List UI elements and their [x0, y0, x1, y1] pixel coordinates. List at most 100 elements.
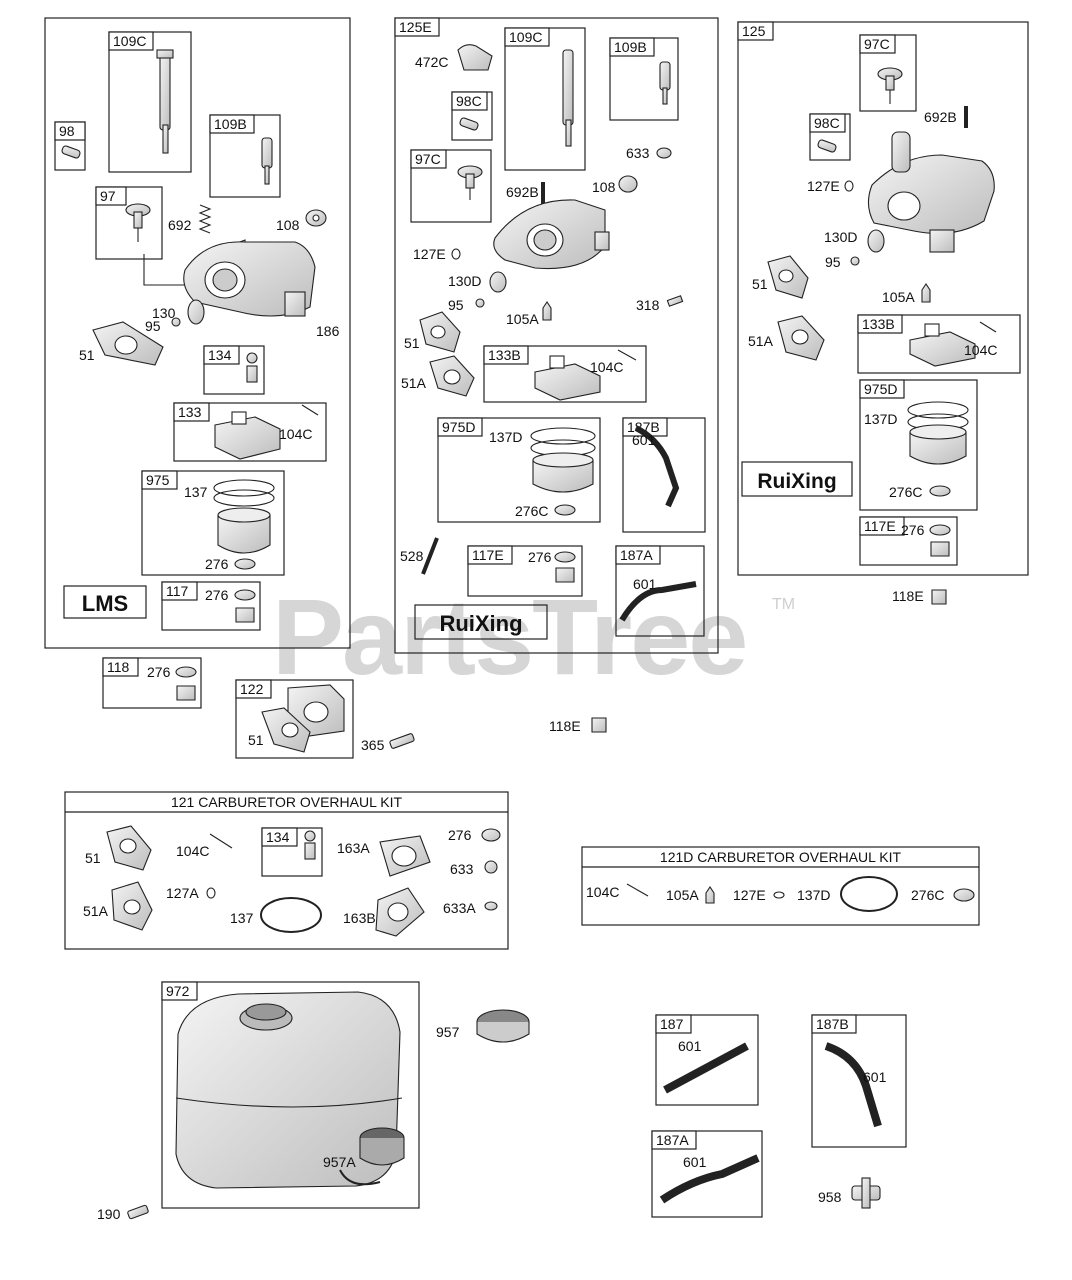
valve-958-icon	[851, 1177, 881, 1209]
seal-276-icon	[234, 589, 256, 601]
gasket-108-icon	[618, 175, 638, 193]
part-callout-label[interactable]: 104C	[590, 359, 623, 375]
part-callout-label[interactable]: 472C	[415, 54, 448, 70]
part-callout-label[interactable]: 137D	[797, 887, 830, 903]
box-ruixing-brand-2	[741, 461, 853, 497]
part-callout-label[interactable]: 130D	[824, 229, 857, 245]
part-callout-label[interactable]: 104C	[964, 342, 997, 358]
part-callout-label[interactable]: 127E	[733, 887, 766, 903]
part-callout-label[interactable]: 276	[528, 549, 552, 565]
part-callout-label[interactable]: 276C	[889, 484, 922, 500]
gasket-163a-icon	[379, 835, 431, 877]
pin-104c-icon	[979, 321, 997, 333]
part-callout-label[interactable]: 105A	[506, 311, 539, 327]
box-187b-rx1: 187B	[622, 417, 706, 533]
part-callout-label[interactable]: 365	[361, 737, 385, 753]
seal-276-icon	[554, 551, 576, 563]
part-callout-label[interactable]: 104C	[176, 843, 209, 859]
part-callout-label[interactable]: 276	[901, 522, 925, 538]
bolt-117-icon	[235, 607, 255, 623]
part-callout-label[interactable]: 104C	[586, 884, 619, 900]
box-ruixing-brand-1-frame	[414, 604, 548, 640]
part-callout-label[interactable]: 528	[400, 548, 424, 564]
part-callout-label[interactable]: 127E	[413, 246, 446, 262]
part-callout-label[interactable]: 130D	[448, 273, 481, 289]
part-callout-label[interactable]: 51	[248, 732, 264, 748]
part-callout-label[interactable]: 276	[205, 556, 229, 572]
part-callout-label[interactable]: 276	[448, 827, 472, 843]
part-callout-label[interactable]: 51	[404, 335, 420, 351]
part-callout-label[interactable]: 51	[79, 347, 95, 363]
kit-121-frame	[64, 791, 509, 950]
part-callout-label[interactable]: 108	[276, 217, 300, 233]
gasket-130d-icon	[867, 229, 885, 253]
part-callout-label[interactable]: 692B	[924, 109, 957, 125]
part-callout-label[interactable]: 957	[436, 1024, 460, 1040]
box-187a-frame	[651, 1130, 763, 1218]
carburetor-rx1-icon	[493, 199, 610, 270]
plug-127e-icon	[451, 248, 461, 260]
part-callout-label[interactable]: 51	[85, 850, 101, 866]
kit-121d-frame	[581, 846, 980, 926]
part-callout-label[interactable]: 137D	[489, 429, 522, 445]
seal-276-icon	[175, 666, 197, 678]
screw-98c-icon	[459, 117, 479, 131]
item-tag-box	[857, 314, 903, 334]
part-callout-label[interactable]: 276C	[515, 503, 548, 519]
part-callout-label[interactable]: 127A	[166, 885, 199, 901]
part-callout-label[interactable]: 276C	[911, 887, 944, 903]
part-callout-label[interactable]: 692	[168, 217, 192, 233]
part-callout-label[interactable]: 105A	[882, 289, 915, 305]
box-98c-rx2: 98C	[809, 113, 851, 161]
part-callout-label[interactable]: 137	[184, 484, 208, 500]
part-callout-label[interactable]: 137	[230, 910, 254, 926]
screw-95-icon	[850, 256, 860, 266]
part-callout-label[interactable]: 633	[626, 145, 650, 161]
box-117e-rx1-frame	[467, 545, 583, 597]
box-ruixing-brand-2-frame	[741, 461, 853, 497]
part-callout-label[interactable]: 127E	[807, 178, 840, 194]
part-callout-label[interactable]: 190	[97, 1206, 121, 1222]
item-tag-box	[437, 417, 483, 437]
part-callout-label[interactable]: 108	[592, 179, 616, 195]
part-callout-label[interactable]: 601	[633, 576, 657, 592]
box-975d-rx1-frame	[437, 417, 601, 523]
box-122-frame	[235, 679, 354, 759]
gasket-163b-icon	[375, 887, 425, 937]
part-callout-label[interactable]: 51A	[83, 903, 109, 919]
part-callout-label[interactable]: 276	[205, 587, 229, 603]
part-callout-label[interactable]: 95	[448, 297, 464, 313]
part-callout-label[interactable]: 601	[632, 432, 656, 448]
box-97c-rx1-frame	[410, 149, 492, 223]
part-callout-label[interactable]: 318	[636, 297, 660, 313]
gasket-130-icon	[187, 299, 205, 325]
part-callout-label[interactable]: 95	[145, 318, 161, 334]
ruixing-group-2-frame	[737, 21, 1029, 576]
part-callout-label[interactable]: 137D	[864, 411, 897, 427]
part-callout-label[interactable]: 692B	[506, 184, 539, 200]
part-callout-label[interactable]: 633	[450, 861, 474, 877]
part-callout-label[interactable]: 601	[683, 1154, 707, 1170]
screw-98-icon	[61, 145, 81, 159]
part-callout-label[interactable]: 51	[752, 276, 768, 292]
part-callout-label[interactable]: 105A	[666, 887, 699, 903]
part-callout-label[interactable]: 104C	[279, 426, 312, 442]
part-callout-label[interactable]: 633A	[443, 900, 476, 916]
part-callout-label[interactable]: 118E	[892, 588, 924, 604]
part-callout-label[interactable]: 601	[678, 1038, 702, 1054]
part-callout-label[interactable]: 51A	[748, 333, 774, 349]
part-callout-label[interactable]: 186	[316, 323, 340, 339]
item-tag-box	[615, 545, 661, 565]
part-callout-label[interactable]: 118E	[549, 718, 581, 734]
oring-137-icon	[260, 897, 322, 933]
part-callout-label[interactable]: 130	[152, 305, 176, 321]
part-callout-label[interactable]: 163B	[343, 910, 376, 926]
part-callout-label[interactable]: 957A	[323, 1154, 356, 1170]
part-callout-label[interactable]: 51A	[401, 375, 427, 391]
part-callout-label[interactable]: 95	[825, 254, 841, 270]
part-callout-label[interactable]: 958	[818, 1189, 842, 1205]
part-callout-label[interactable]: 601	[863, 1069, 887, 1085]
part-callout-label[interactable]: 276	[147, 664, 171, 680]
needle-109b-icon	[261, 137, 273, 185]
part-callout-label[interactable]: 163A	[337, 840, 370, 856]
